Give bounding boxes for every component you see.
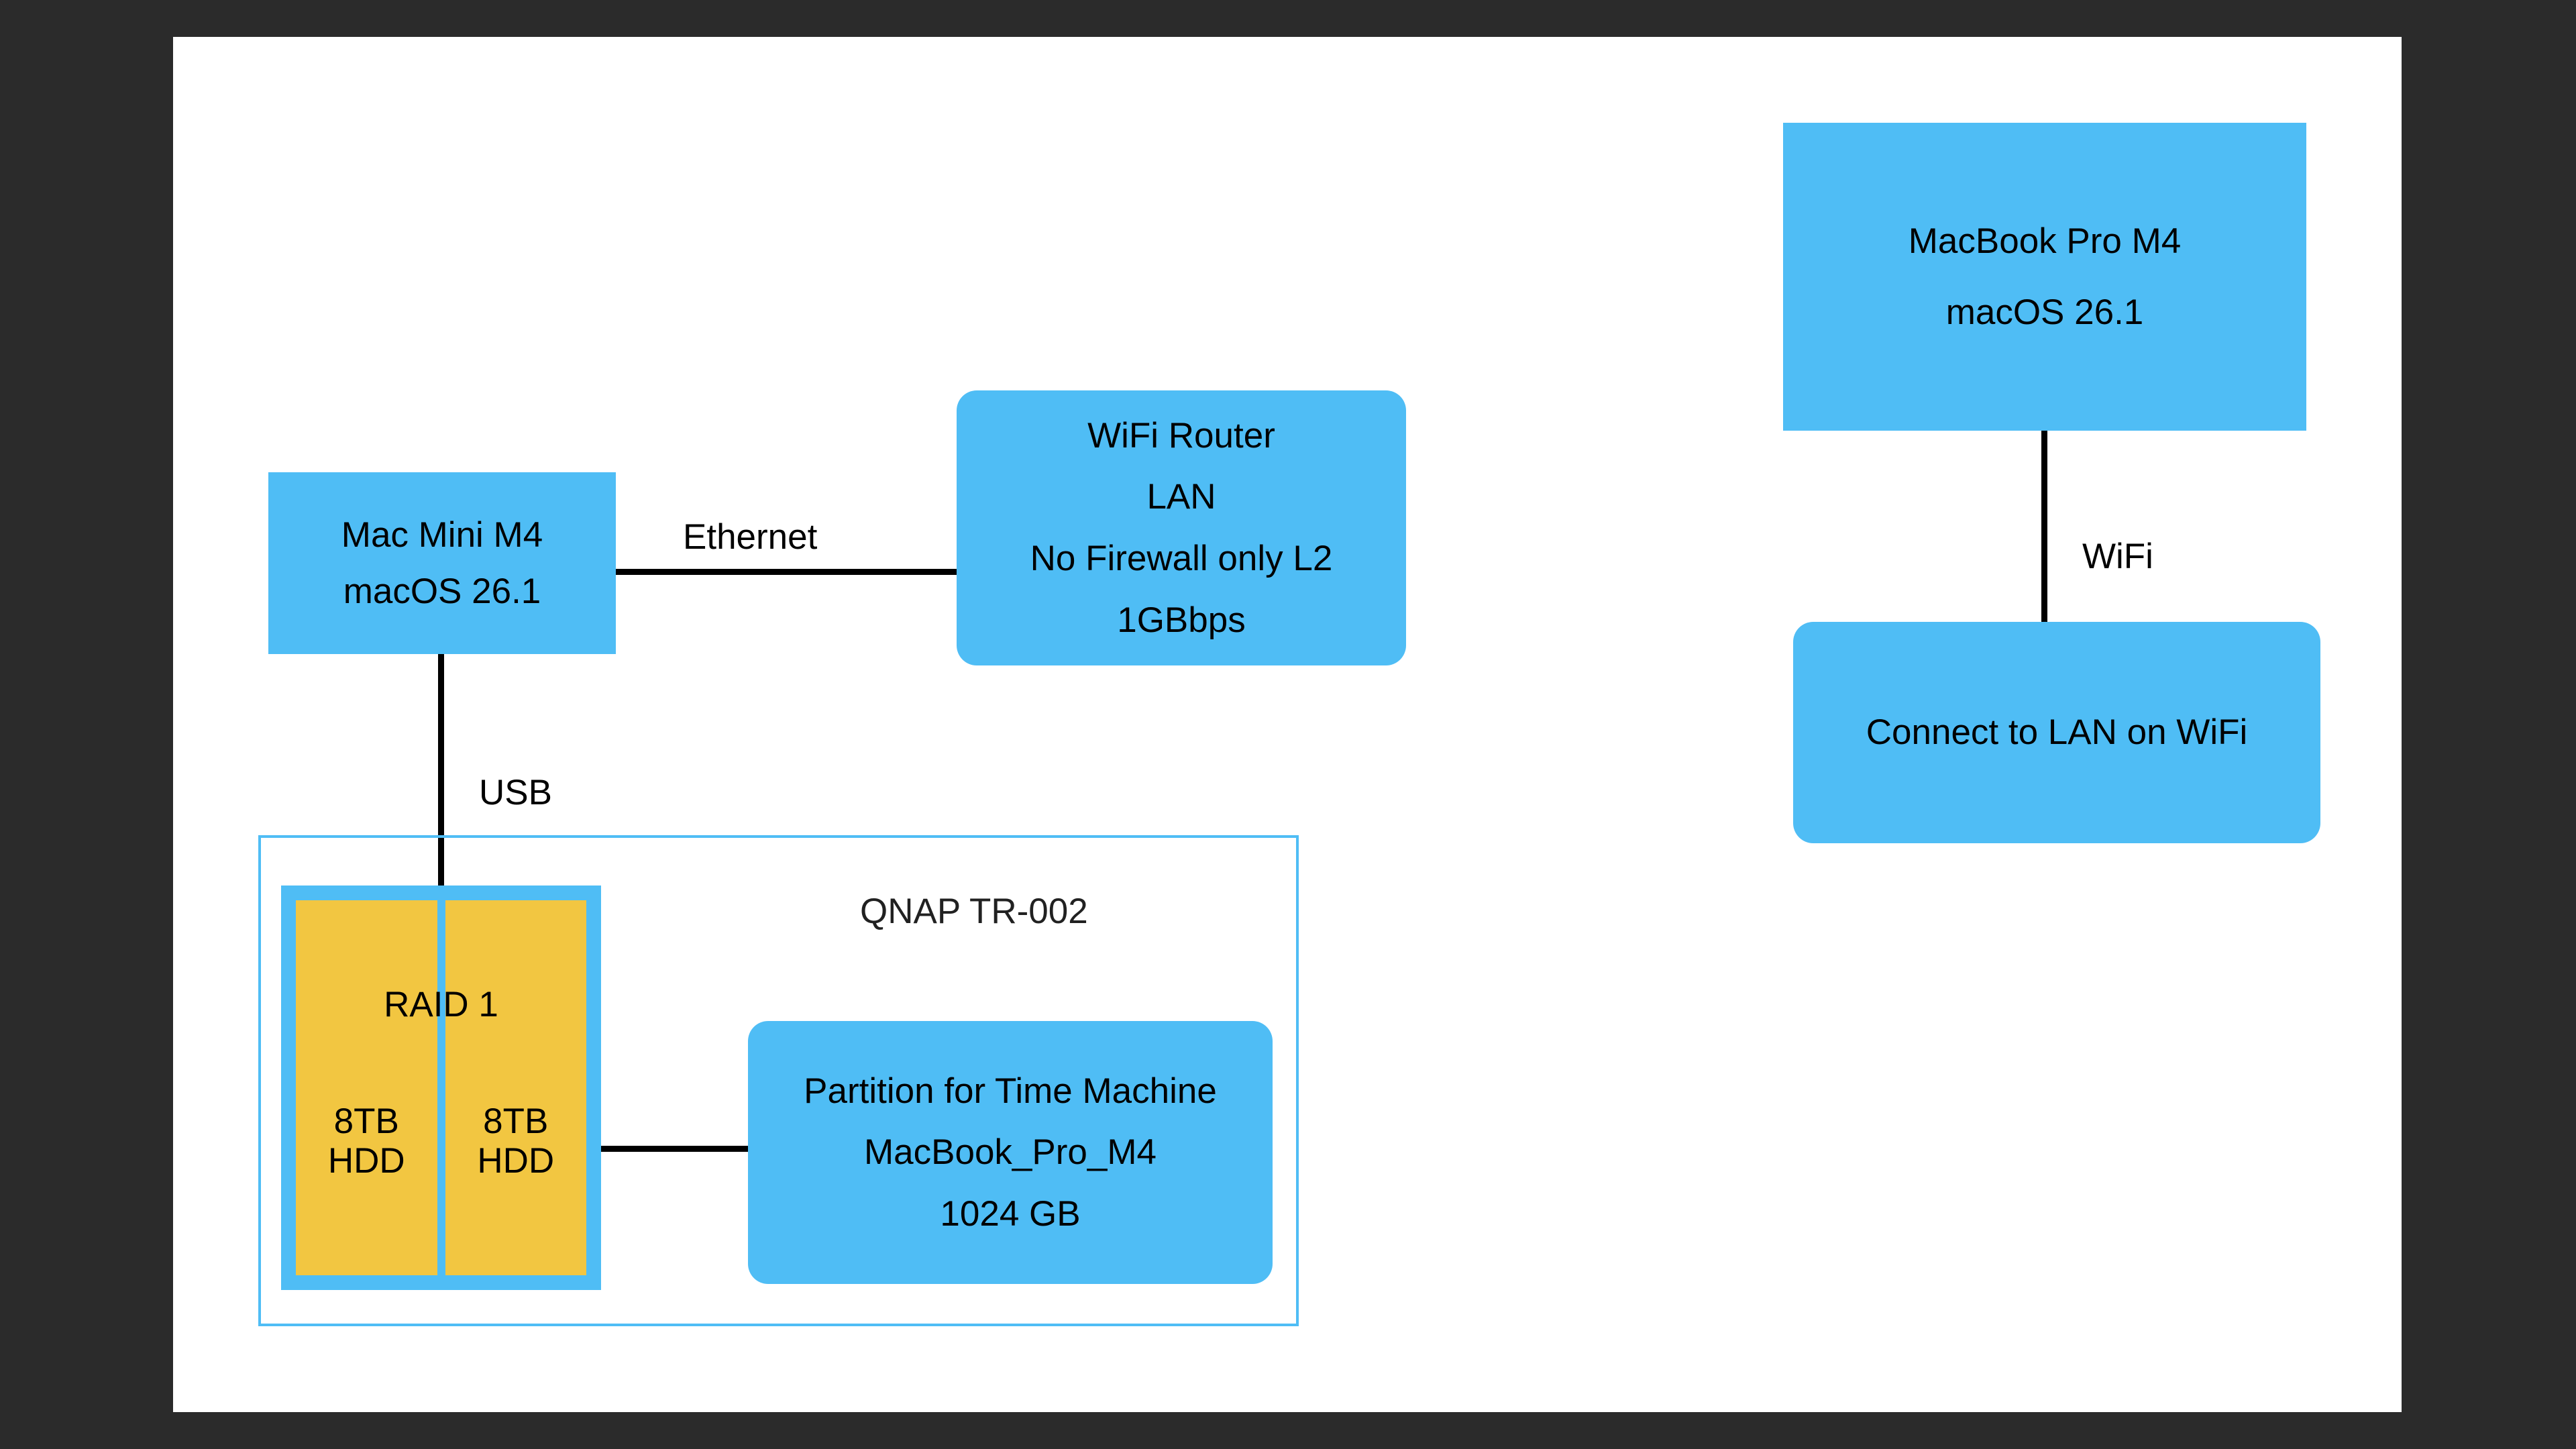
node-time-machine-partition[interactable]: Partition for Time Machine MacBook_Pro_M… — [748, 1021, 1273, 1284]
node-wifi-router-line-1: WiFi Router — [1087, 415, 1275, 455]
node-wifi-router-line-3: No Firewall only L2 — [1030, 539, 1333, 578]
node-partition-line-3: 1024 GB — [940, 1193, 1081, 1234]
disk-2-label: 8TB HDD — [477, 1102, 555, 1181]
raid-enclosure[interactable]: 8TB HDD 8TB HDD — [281, 885, 601, 1290]
disk-1-label: 8TB HDD — [327, 1102, 405, 1181]
node-mac-mini-line-2: macOS 26.1 — [343, 571, 541, 611]
node-partition-line-2: MacBook_Pro_M4 — [864, 1132, 1157, 1173]
node-mac-mini-line-1: Mac Mini M4 — [341, 515, 543, 555]
qnap-enclosure-label: QNAP TR-002 — [860, 892, 1088, 931]
edge-raid-to-partition-line — [601, 1146, 748, 1152]
disk-bay-1[interactable]: 8TB HDD — [296, 900, 437, 1275]
disk-bay-2[interactable]: 8TB HDD — [445, 900, 586, 1275]
node-macbook-pro[interactable]: MacBook Pro M4 macOS 26.1 — [1783, 123, 2306, 431]
node-partition-line-1: Partition for Time Machine — [804, 1071, 1217, 1111]
edge-ethernet-label: Ethernet — [683, 517, 818, 557]
edge-usb-line — [438, 654, 444, 885]
node-macbook-pro-line-1: MacBook Pro M4 — [1908, 221, 2182, 261]
node-macbook-pro-line-2: macOS 26.1 — [1945, 292, 2144, 332]
node-wifi-router-line-4: 1GBbps — [1117, 600, 1246, 640]
node-wifi-router-line-2: LAN — [1146, 477, 1216, 517]
edge-wifi-line — [2041, 431, 2047, 622]
node-mac-mini[interactable]: Mac Mini M4 macOS 26.1 — [268, 472, 616, 654]
qnap-enclosure-container[interactable] — [258, 835, 1299, 1326]
edge-wifi-label: WiFi — [2082, 537, 2153, 576]
node-connect-to-lan[interactable]: Connect to LAN on WiFi — [1793, 622, 2320, 843]
node-wifi-router[interactable]: WiFi Router LAN No Firewall only L2 1GBb… — [957, 390, 1406, 665]
node-connect-to-lan-line-1: Connect to LAN on WiFi — [1866, 712, 2248, 753]
edge-usb-label: USB — [479, 773, 552, 812]
diagram-canvas: Ethernet USB WiFi QNAP TR-002 8TB HDD 8T… — [173, 37, 2402, 1412]
edge-ethernet-line — [616, 569, 957, 575]
